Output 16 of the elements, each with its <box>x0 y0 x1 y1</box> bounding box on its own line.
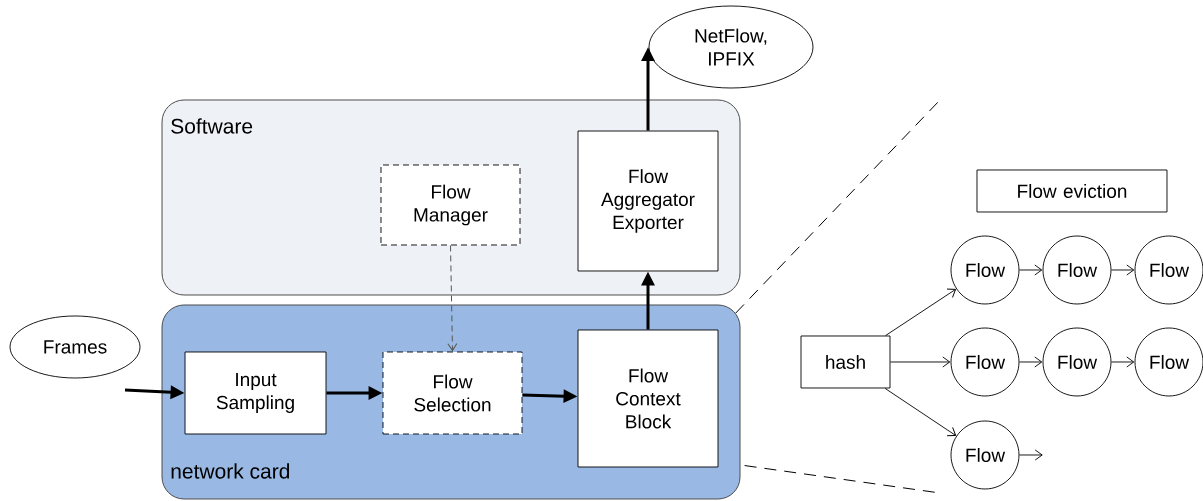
process-box: Flow Manager <box>380 164 521 246</box>
process-box: Flow Aggregator Exporter <box>577 130 719 272</box>
process-box: Flow Selection <box>382 351 523 435</box>
arrow <box>1019 264 1043 276</box>
arrow <box>884 388 957 437</box>
process-box: Input Sampling <box>184 351 327 435</box>
arrow <box>1111 264 1135 276</box>
arrow <box>1019 449 1043 461</box>
arrow <box>447 244 458 352</box>
arrow <box>890 356 951 368</box>
label-box: Flow eviction <box>976 169 1168 213</box>
arrow <box>1019 356 1043 368</box>
arrow <box>885 288 957 336</box>
arrow <box>1111 356 1135 368</box>
hash-box: hash <box>800 335 891 389</box>
process-box: Flow Context Block <box>577 329 719 468</box>
